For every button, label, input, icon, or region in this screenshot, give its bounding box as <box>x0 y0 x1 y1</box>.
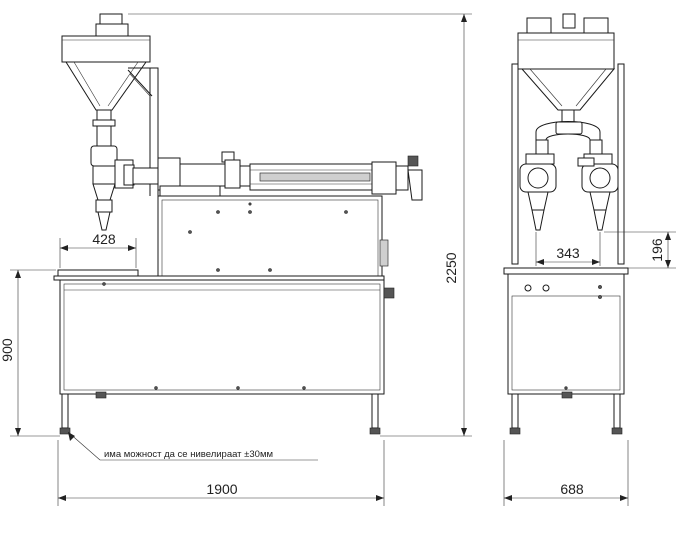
front-hopper-cap <box>99 13 123 25</box>
front-screw-housing <box>157 157 181 191</box>
front-pump <box>90 145 118 167</box>
side-nozzle-left <box>531 209 545 231</box>
side-knob-2 <box>542 284 550 292</box>
dim-side-height: 196 <box>649 238 665 262</box>
side-post-left <box>511 63 519 265</box>
side-cabinet <box>507 273 625 395</box>
side-cap-left <box>526 17 552 35</box>
front-tray <box>57 269 139 277</box>
leveling-note: има можност да се нивелираат ±30мм <box>104 449 273 460</box>
dimension-arrows <box>15 14 671 501</box>
front-support-frame <box>128 67 159 196</box>
side-hopper-top <box>517 32 615 70</box>
side-nozzle-right <box>593 209 607 231</box>
side-table-top <box>503 267 629 275</box>
front-leg-right <box>371 393 379 429</box>
front-hopper-cone <box>65 61 147 111</box>
front-lower-cabinet <box>59 279 385 395</box>
side-leg-left <box>511 393 519 429</box>
front-table-top <box>53 275 385 281</box>
front-nozzle <box>97 211 111 231</box>
side-view <box>503 13 629 435</box>
dim-table-height: 900 <box>0 338 15 362</box>
dim-side-width: 688 <box>560 481 584 497</box>
front-screw-tube <box>179 163 226 187</box>
front-hopper-top <box>61 35 151 63</box>
dim-total-height: 2250 <box>443 252 459 283</box>
front-gear-unit <box>371 161 397 195</box>
dimension-lines <box>10 13 676 506</box>
dim-front-width: 1900 <box>206 481 237 497</box>
side-pump-left-flange <box>525 153 555 165</box>
side-post-right <box>617 63 625 265</box>
front-crank-handle <box>407 169 423 201</box>
front-side-valve <box>383 287 395 299</box>
front-leg-left <box>61 393 69 429</box>
side-hopper-cone <box>520 68 616 111</box>
dim-hopper-offset: 428 <box>92 231 116 247</box>
front-upper-cabinet <box>157 195 383 281</box>
front-view <box>53 13 423 435</box>
side-cap-right <box>583 17 609 35</box>
dim-side-spacing: 343 <box>556 245 580 261</box>
side-knob-1 <box>524 284 532 292</box>
side-leg-right <box>613 393 621 429</box>
